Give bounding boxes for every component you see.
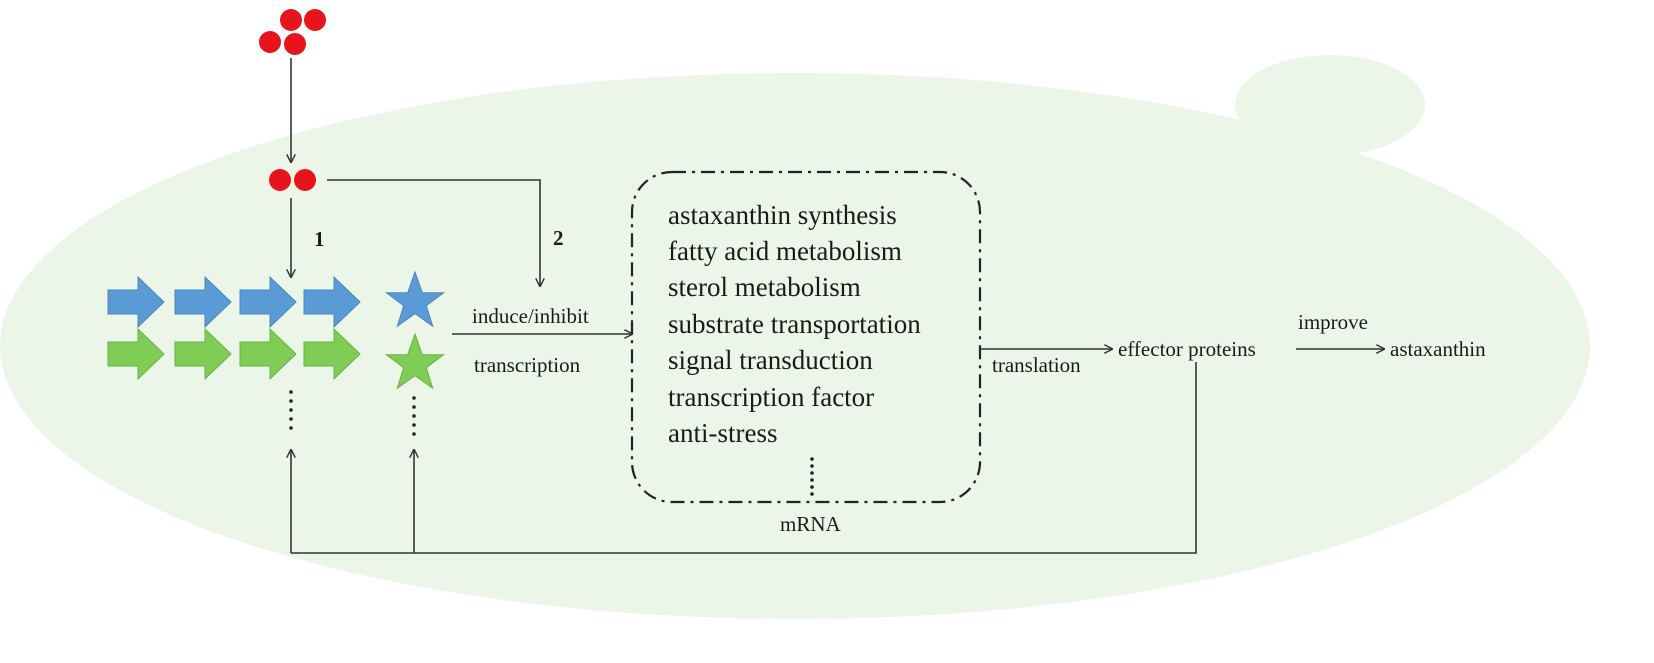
path-1-label: 1 [314,227,325,251]
molecule-dot [259,31,281,53]
blue-star-icon [384,270,446,328]
molecule-dot [280,9,302,31]
blue-arrow-shape [303,275,361,329]
ellipsis-dot [412,414,416,418]
path-2-arrow [327,179,540,286]
blue-arrow-shape [174,275,232,329]
external-molecule-cluster [259,9,326,55]
ellipsis-dot [412,423,416,427]
astaxanthin-label: astaxanthin [1390,337,1486,361]
ellipsis-dot [289,417,293,421]
ellipsis-dot [810,464,814,468]
ellipsis-dot [289,399,293,403]
ellipsis-dot [412,396,416,400]
path-2-label: 2 [553,226,564,250]
mrna-item: substrate transportation [668,309,921,339]
blue-arrow-shape [239,275,297,329]
ellipsis-dot [289,408,293,412]
green-arrow-shape [239,327,297,381]
cell-bud [1235,55,1425,155]
blue-arrow-shape [107,275,165,329]
cell-body [0,73,1590,619]
ellipsis-dot [810,457,814,461]
molecule-dot [294,169,316,191]
mrna-item: signal transduction [668,345,873,375]
ellipsis-dot [810,471,814,475]
mrna-item: anti-stress [668,418,777,448]
green-arrow-shape [107,327,165,381]
mrna-item: astaxanthin synthesis [668,200,897,230]
green-arrow-shape [174,327,232,381]
blue-signal-arrows [107,275,361,329]
internal-molecule-pair [269,169,316,191]
mrna-label: mRNA [780,512,842,536]
mrna-item-list: astaxanthin synthesis fatty acid metabol… [668,200,921,448]
molecule-dot [269,169,291,191]
ellipsis-dot [810,485,814,489]
continuation-dots-left [289,390,293,430]
green-signal-arrows [107,327,361,381]
mrna-item: transcription factor [668,382,874,412]
induce-inhibit-label: induce/inhibit [472,304,589,328]
ellipsis-dot [289,390,293,394]
ellipsis-dot [289,426,293,430]
mrna-item: sterol metabolism [668,272,861,302]
translation-label: translation [992,353,1081,377]
mrna-continuation-dots [810,457,814,496]
transcription-label: transcription [474,353,581,377]
ellipsis-dot [412,432,416,436]
improve-label: improve [1298,310,1368,334]
mrna-box [630,170,982,504]
feedback-line [291,362,1197,554]
green-arrow-shape [303,327,361,381]
ellipsis-dot [412,405,416,409]
continuation-dots-right [412,396,416,436]
mrna-item: fatty acid metabolism [668,236,902,266]
ellipsis-dot [810,492,814,496]
molecule-dot [304,9,326,31]
green-star-icon [384,332,446,390]
effector-proteins-label: effector proteins [1118,337,1256,361]
molecule-dot [284,33,306,55]
ellipsis-dot [810,478,814,482]
